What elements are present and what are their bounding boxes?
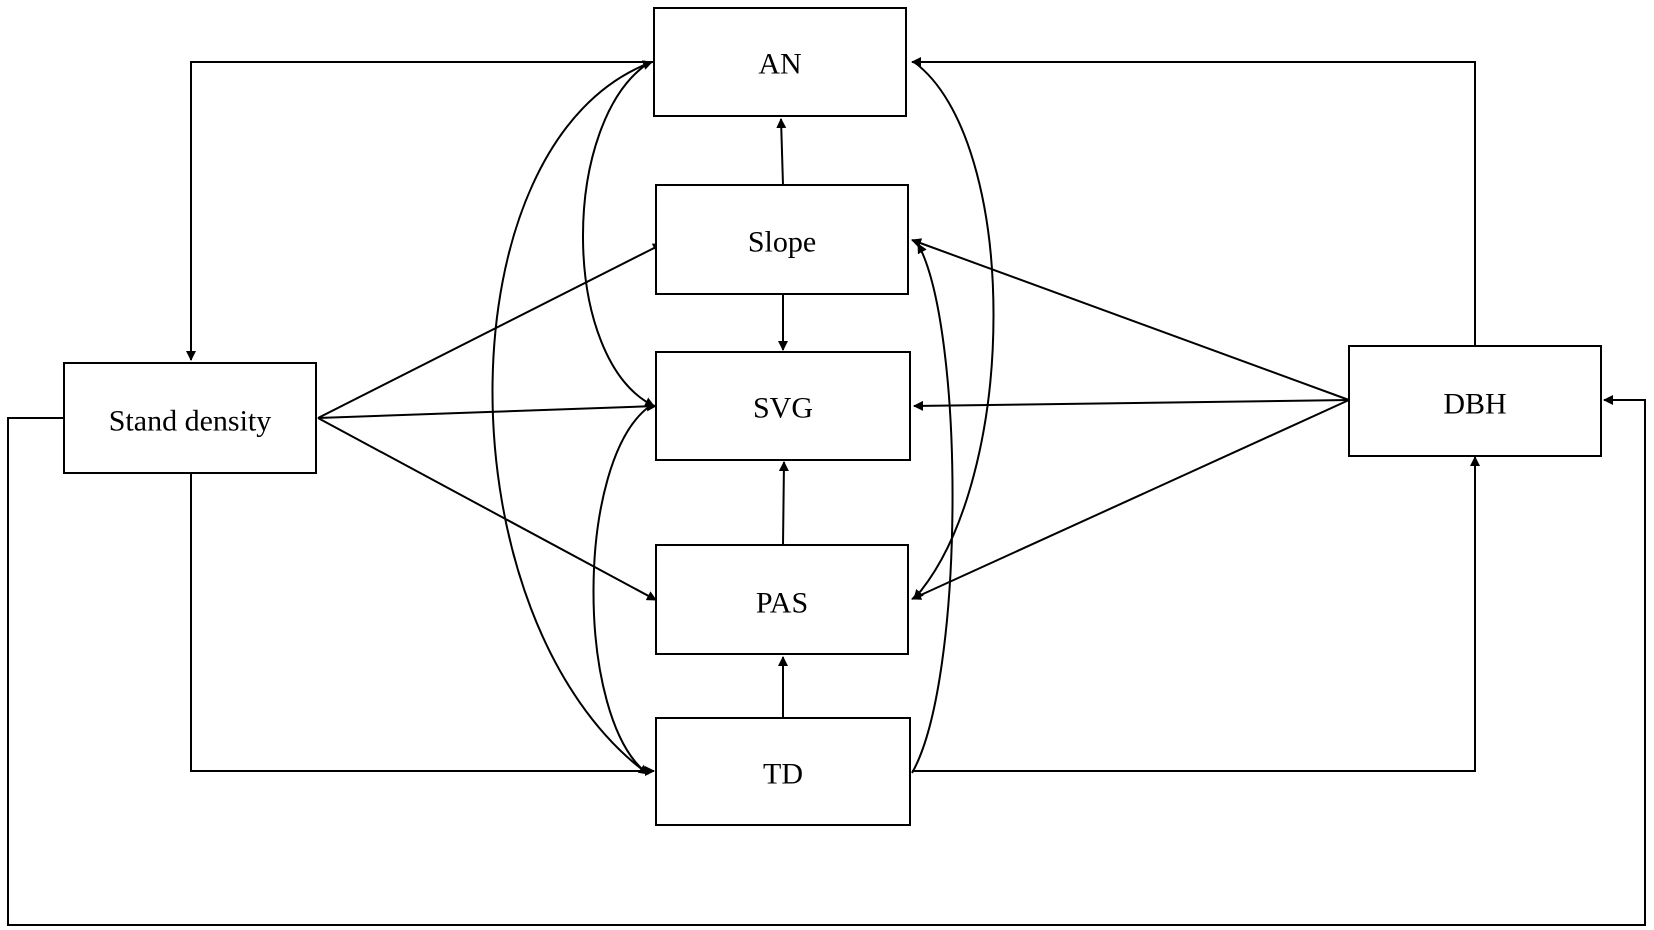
edge-svg-to-td <box>592 405 651 775</box>
node-svg-label: SVG <box>753 392 813 425</box>
edge-td-to-dbh <box>912 456 1480 772</box>
edge-dbh-to-pas <box>911 399 1350 600</box>
node-td-label: TD <box>763 758 803 791</box>
edge-stand-density-to-svg <box>317 401 657 419</box>
edge-dbh-to-slope <box>911 238 1350 401</box>
node-slope-label: Slope <box>748 226 816 259</box>
edge-an-to-stand-density <box>186 61 654 361</box>
node-svg: SVG <box>655 351 911 461</box>
node-slope: Slope <box>655 184 909 295</box>
edges-group <box>7 57 1646 926</box>
edge-stand-density-to-pas <box>317 417 657 601</box>
node-pas-label: PAS <box>756 587 808 620</box>
edge-stand-density-to-dbh <box>7 395 1646 926</box>
edge-slope-to-an <box>776 118 787 186</box>
node-pas: PAS <box>655 544 909 655</box>
node-an: AN <box>653 7 907 117</box>
node-dbh-label: DBH <box>1443 388 1506 421</box>
edge-an-to-pas <box>913 61 995 600</box>
edge-pas-to-svg <box>778 461 789 546</box>
node-stand-density-label: Stand density <box>109 405 272 438</box>
node-td: TD <box>655 717 911 826</box>
edge-dbh-to-svg <box>913 399 1350 411</box>
edge-dbh-to-an <box>911 57 1476 346</box>
edge-stand-density-to-td <box>190 474 655 776</box>
edge-td-to-an <box>491 60 653 775</box>
node-an-label: AN <box>758 48 801 81</box>
edge-an-to-svg <box>582 61 655 407</box>
node-stand-density: Stand density <box>63 362 317 474</box>
edge-stand-density-to-slope <box>317 243 663 419</box>
node-dbh: DBH <box>1348 345 1602 457</box>
edge-td-to-slope <box>911 243 954 774</box>
